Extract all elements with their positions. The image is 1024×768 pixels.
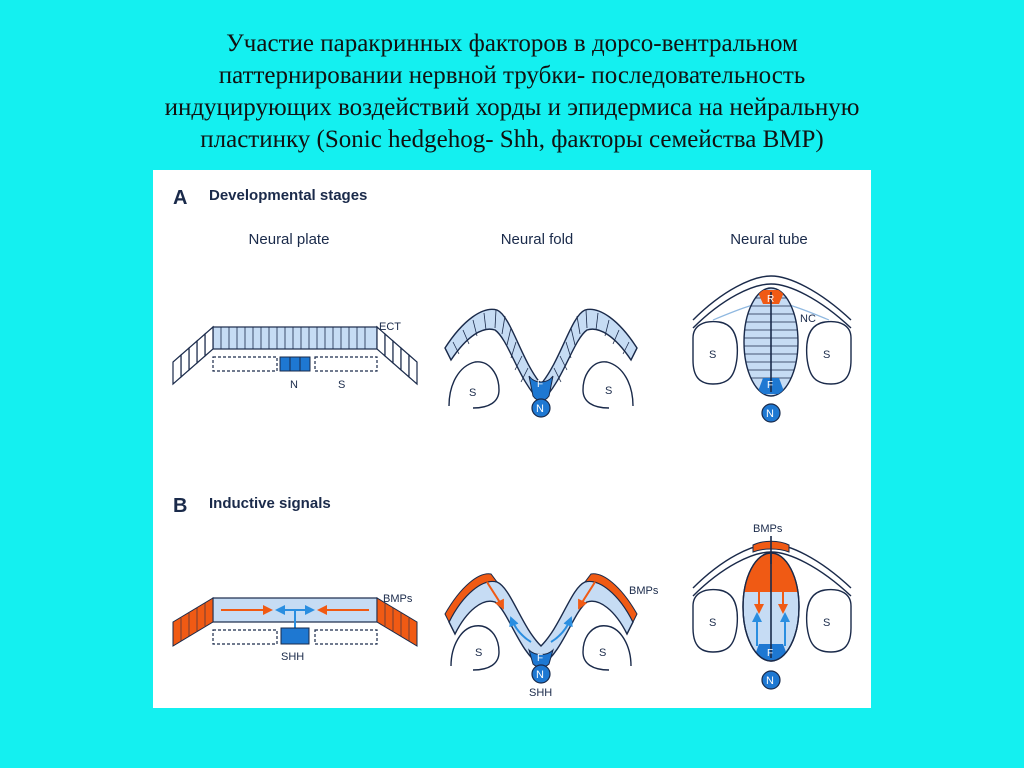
neural-fold-a [444,308,638,418]
label-s-fold-b-left: S [475,647,482,659]
label-s-tube-b-left: S [709,617,716,629]
panel-b-heading: Inductive signals [209,495,331,512]
neural-plate-a [172,325,418,386]
label-shh-fold: SHH [529,687,552,699]
neural-tube-a [692,275,852,423]
label-n-tube-b: N [766,675,774,687]
stage-label-neural-plate: Neural plate [249,231,330,248]
panel-b-letter: B [173,495,187,517]
title-line-1: Участие паракринных факторов в дорсо-вен… [226,30,798,57]
neural-plate-b [172,597,418,647]
label-s-tube-b-right: S [823,617,830,629]
label-f-tube: F [767,380,773,391]
slide-title: Участие паракринных факторов в дорсо-вен… [40,28,984,156]
label-shh-plate: SHH [281,651,304,663]
panel-a-heading: Developmental stages [209,187,367,204]
neural-fold-b [444,573,638,684]
label-f-fold-b: F [537,653,543,664]
label-s-fold-right: S [605,385,612,397]
neural-tube-diagram: A Developmental stages Neural plate Neur… [172,187,852,699]
label-n-tube: N [766,408,774,420]
label-n-plate: N [290,379,298,391]
label-nc: NC [800,313,816,325]
label-n-fold: N [536,403,544,415]
label-f-tube-b: F [767,648,773,659]
label-r: R [767,294,774,305]
label-s-tube-left: S [709,349,716,361]
label-s-fold-left: S [469,387,476,399]
stage-label-neural-fold: Neural fold [501,231,574,248]
figure-panel: A Developmental stages Neural plate Neur… [153,170,871,708]
label-ect: ECT [379,321,401,333]
label-s-fold-b-right: S [599,647,606,659]
label-bmps-fold: BMPs [629,585,659,597]
label-f-fold: F [537,379,543,390]
neural-tube-b [692,536,852,690]
stage-label-neural-tube: Neural tube [730,231,808,248]
label-bmps-plate: BMPs [383,593,413,605]
label-s-plate: S [338,379,345,391]
label-n-fold-b: N [536,669,544,681]
label-bmps-tube: BMPs [753,523,783,535]
title-line-4: пластинку (Sonic hedgehog- Shh, факторы … [200,126,824,153]
title-line-2: паттернировании нервной трубки- последов… [218,62,806,89]
label-s-tube-right: S [823,349,830,361]
panel-a-letter: A [173,187,187,209]
title-line-3: индуцирующих воздействий хорды и эпидерм… [164,94,860,121]
